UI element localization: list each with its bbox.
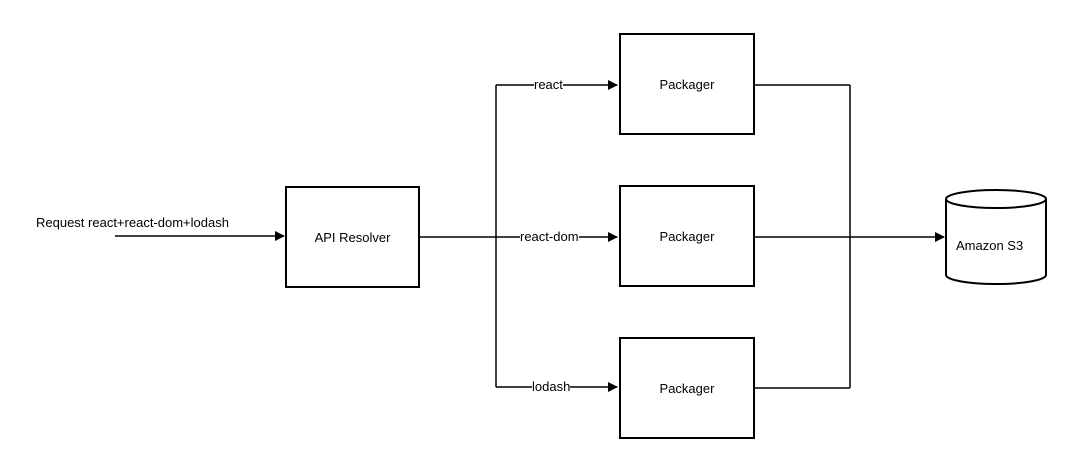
amazon-s3-cylinder [945, 189, 1047, 285]
packager-label: Packager [659, 76, 715, 92]
packager-box-lodash: Packager [619, 337, 755, 439]
packager-box-react: Packager [619, 33, 755, 135]
packager-label: Packager [659, 380, 715, 396]
edge-label-lodash: lodash [532, 379, 571, 394]
edge-label-react-dom: react-dom [520, 229, 579, 244]
amazon-s3-label: Amazon S3 [956, 238, 1024, 253]
api-resolver-box: API Resolver [285, 186, 420, 288]
packager-box-react-dom: Packager [619, 185, 755, 287]
api-resolver-label: API Resolver [314, 229, 391, 245]
packager-label: Packager [659, 228, 715, 244]
edge-label-react: react [534, 77, 563, 92]
request-label: Request react+react-dom+lodash [36, 215, 229, 230]
